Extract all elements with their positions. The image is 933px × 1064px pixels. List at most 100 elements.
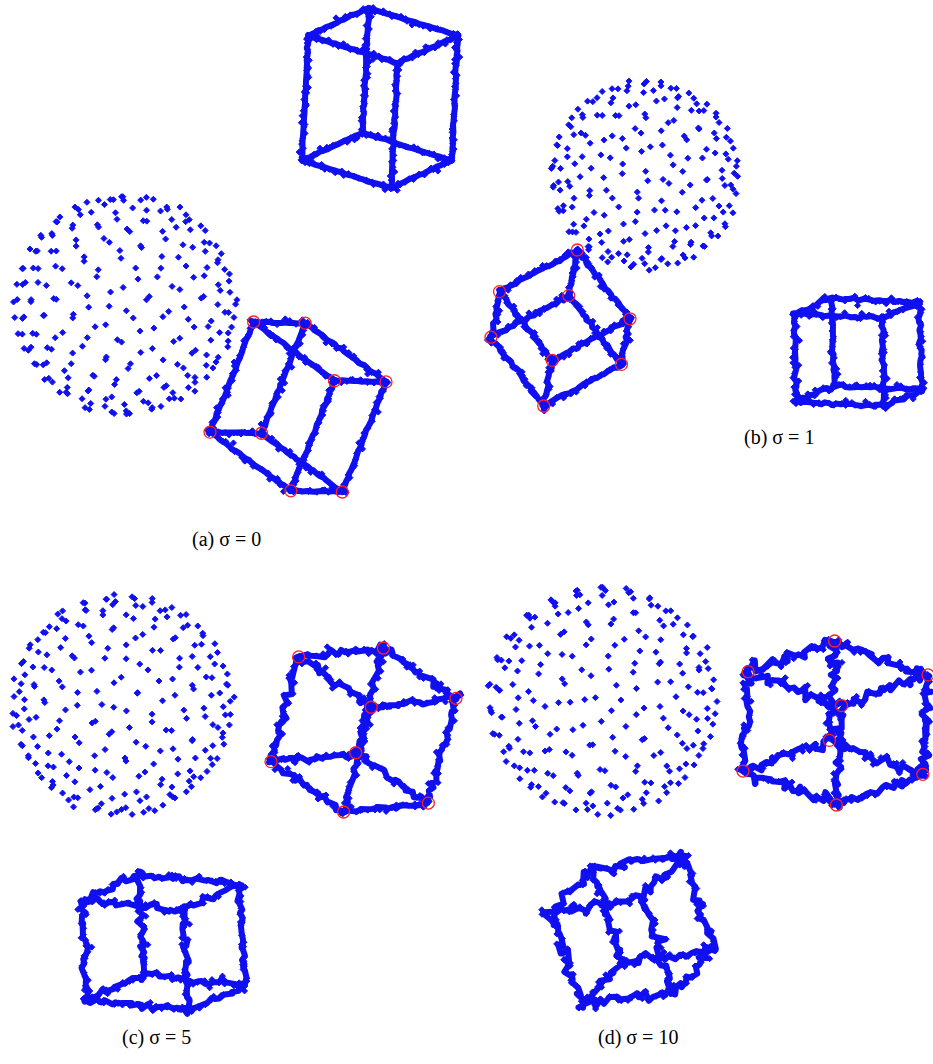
point-marker — [50, 782, 56, 788]
point-marker — [53, 296, 59, 302]
point-marker — [691, 762, 697, 768]
point-marker — [190, 244, 196, 250]
point-marker — [554, 296, 560, 302]
point-marker — [345, 171, 351, 177]
point-marker — [730, 186, 736, 192]
point-marker — [583, 619, 589, 625]
point-marker — [183, 789, 189, 795]
point-marker — [223, 438, 229, 444]
point-marker — [132, 596, 138, 602]
point-marker — [392, 82, 398, 88]
point-marker — [633, 102, 639, 108]
point-marker — [510, 681, 516, 687]
point-marker — [191, 324, 197, 330]
point-marker — [524, 612, 530, 618]
point-marker — [144, 794, 150, 800]
point-marker — [76, 740, 82, 746]
point-marker — [137, 328, 143, 334]
point-marker — [38, 232, 44, 238]
point-marker — [813, 312, 819, 318]
point-marker — [704, 176, 710, 182]
point-marker — [35, 743, 41, 749]
point-marker — [715, 233, 721, 239]
point-marker — [202, 248, 208, 254]
point-marker — [186, 778, 192, 784]
point-marker — [516, 637, 522, 643]
point-marker — [354, 12, 360, 18]
point-marker — [220, 704, 226, 710]
point-marker — [59, 684, 65, 690]
point-marker — [710, 721, 716, 727]
point-marker — [523, 383, 529, 389]
point-marker — [620, 161, 626, 167]
point-marker — [677, 661, 683, 667]
point-marker — [68, 361, 74, 367]
point-marker — [213, 359, 219, 365]
point-marker — [364, 50, 370, 56]
point-marker — [259, 467, 265, 473]
point-marker — [229, 324, 235, 330]
point-marker — [160, 698, 166, 704]
point-marker — [117, 248, 123, 254]
point-marker — [595, 811, 601, 817]
point-marker — [160, 228, 166, 234]
point-marker — [693, 223, 699, 229]
point-marker — [700, 690, 706, 696]
point-marker — [624, 88, 630, 94]
point-marker — [111, 680, 117, 686]
point-marker — [806, 313, 812, 319]
point-marker — [435, 168, 441, 174]
point-marker — [215, 260, 221, 266]
point-marker — [497, 308, 503, 314]
point-marker — [537, 311, 543, 317]
point-marker — [107, 197, 113, 203]
point-marker — [879, 368, 885, 374]
point-marker — [121, 401, 127, 407]
point-marker — [89, 720, 95, 726]
point-marker — [187, 227, 193, 233]
point-marker — [703, 659, 709, 665]
point-marker — [76, 765, 82, 771]
point-marker — [143, 743, 149, 749]
point-marker — [295, 470, 301, 476]
point-marker — [358, 377, 364, 383]
point-marker — [730, 210, 736, 216]
point-marker — [580, 722, 586, 728]
point-marker — [608, 708, 614, 714]
point-marker — [605, 653, 611, 659]
point-marker — [114, 809, 120, 815]
point-marker — [225, 330, 231, 336]
point-marker — [306, 442, 312, 448]
point-marker — [642, 779, 648, 785]
cube-edge — [305, 323, 386, 382]
point-marker — [731, 170, 737, 176]
point-marker — [714, 698, 720, 704]
corner-marker — [485, 331, 497, 343]
point-marker — [192, 755, 198, 761]
point-marker — [136, 773, 142, 779]
point-marker — [651, 207, 657, 213]
point-marker — [704, 644, 710, 650]
point-marker — [369, 418, 375, 424]
point-marker — [670, 621, 676, 627]
point-marker — [666, 180, 672, 186]
point-marker — [696, 108, 702, 114]
point-marker — [40, 629, 46, 635]
point-marker — [685, 155, 691, 161]
point-marker — [707, 734, 713, 740]
cube-edge — [302, 133, 362, 161]
point-marker — [405, 144, 411, 150]
point-marker — [556, 134, 562, 140]
point-marker — [389, 159, 395, 165]
point-marker — [655, 679, 661, 685]
point-marker — [610, 295, 616, 301]
point-marker — [672, 228, 678, 234]
point-marker — [573, 807, 579, 813]
point-marker — [588, 636, 594, 642]
point-marker — [598, 152, 604, 158]
point-marker — [665, 725, 671, 731]
point-marker — [16, 689, 22, 695]
point-marker — [643, 168, 649, 174]
point-marker — [195, 623, 201, 629]
point-marker — [202, 228, 208, 234]
